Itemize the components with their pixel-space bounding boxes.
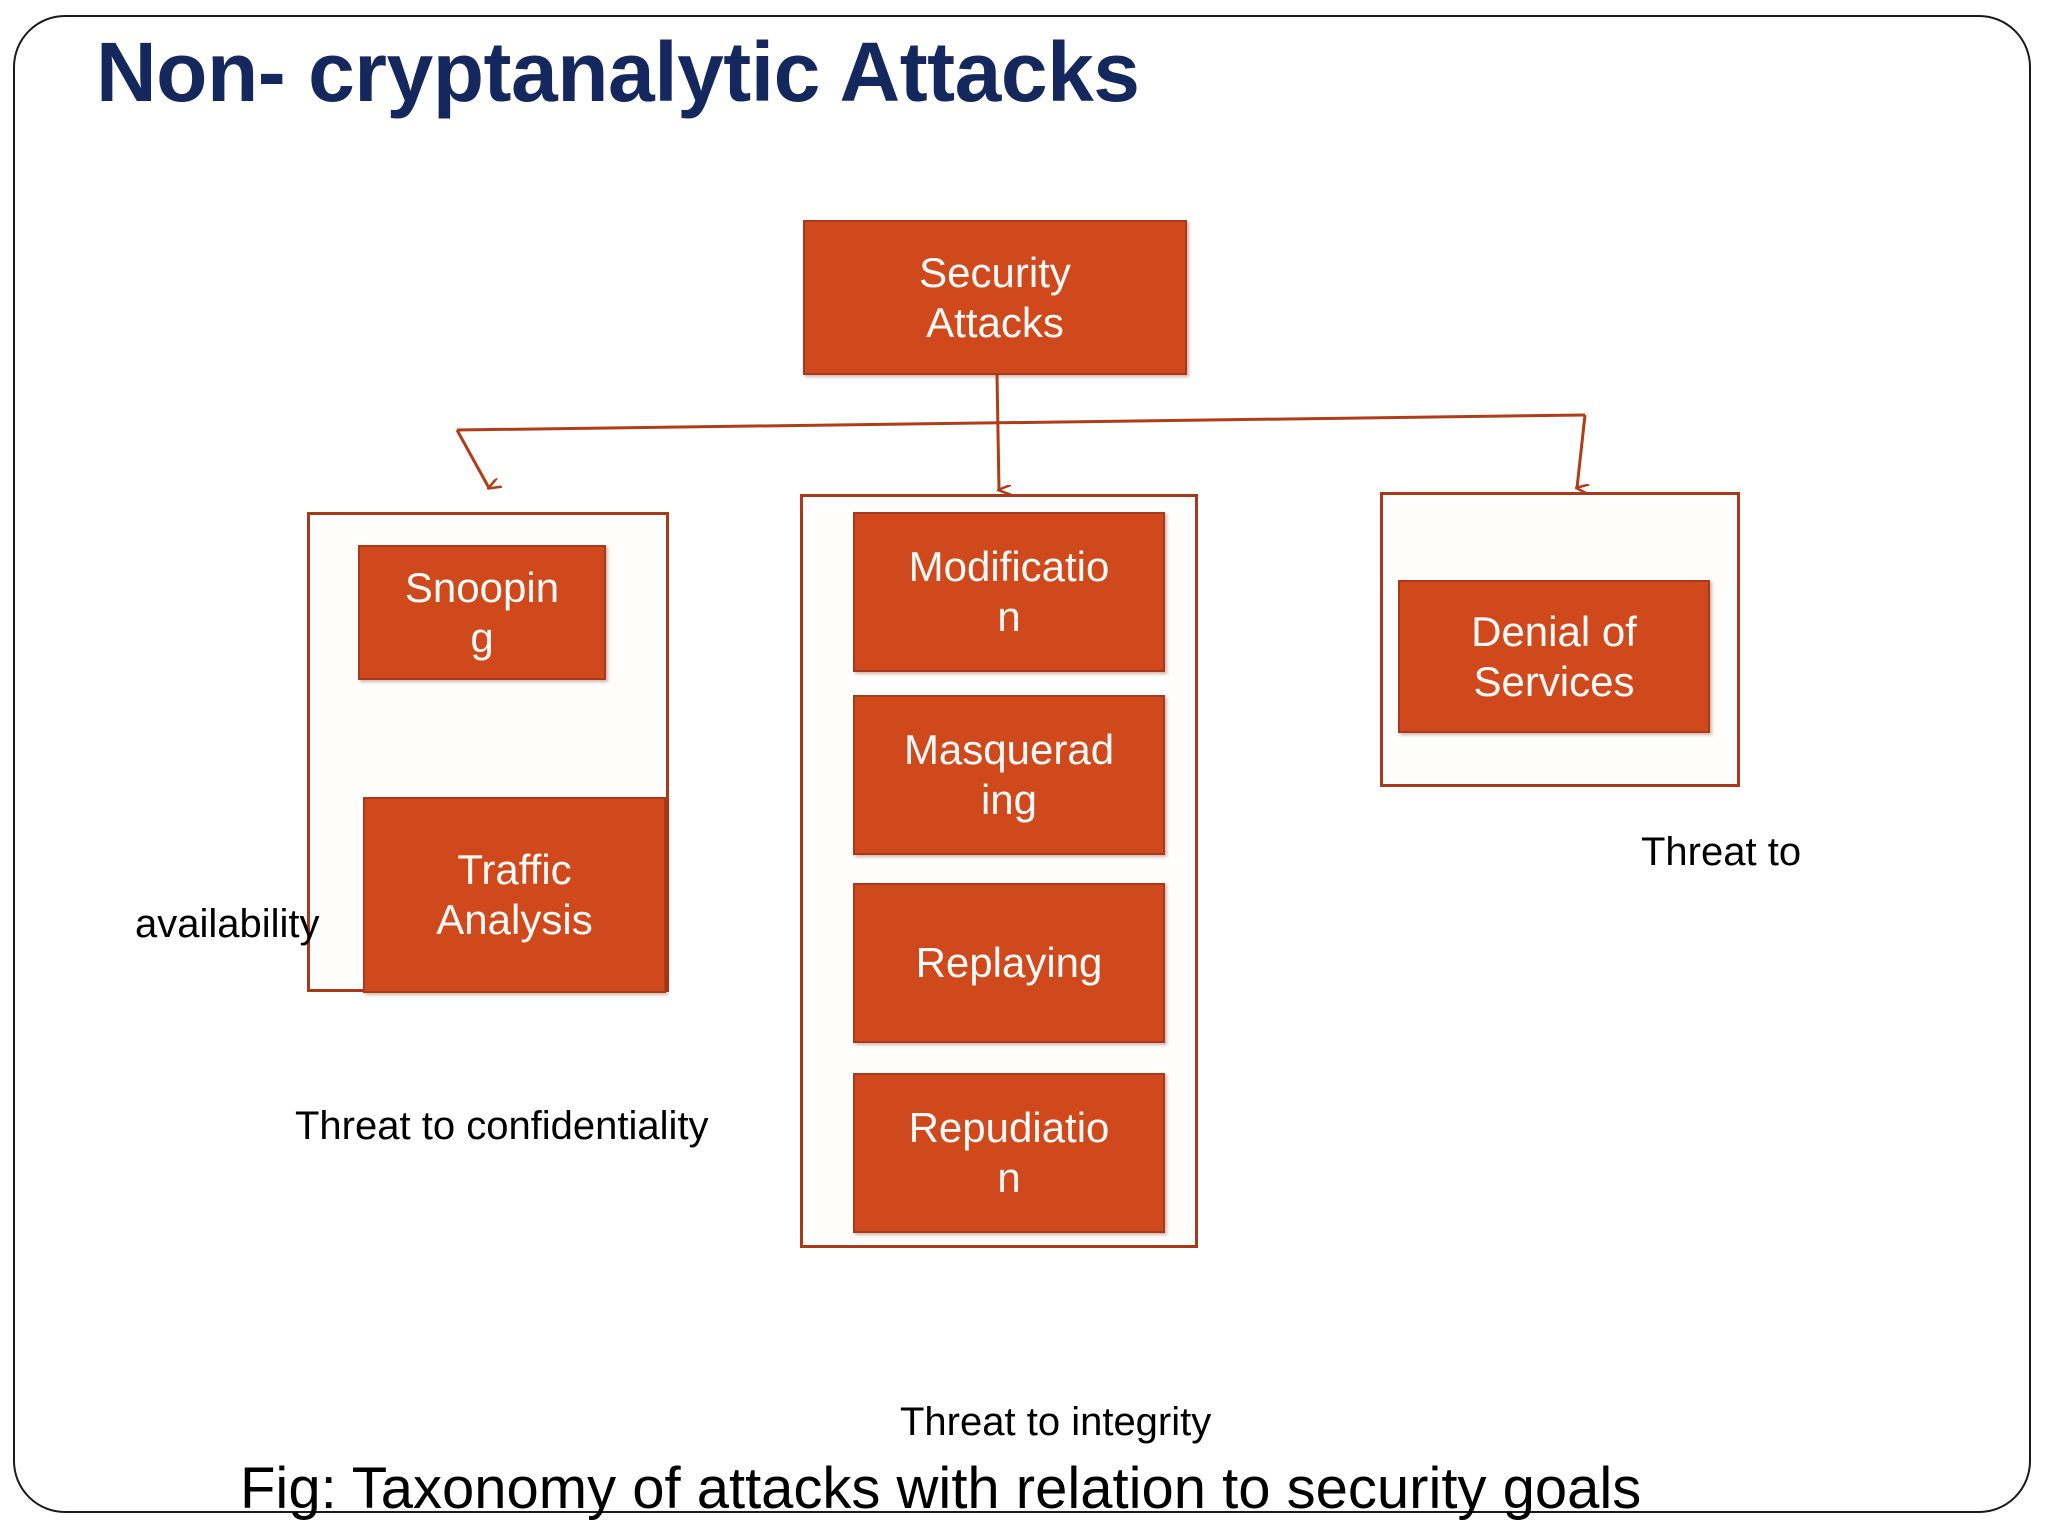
node-traffic-analysis-text: Traffic Analysis <box>436 845 592 944</box>
node-snooping[interactable]: Snoopin g <box>358 545 606 680</box>
node-denial-of-services-line1: Denial of <box>1471 607 1637 655</box>
node-replaying-text: Replaying <box>916 938 1103 988</box>
node-repudiation[interactable]: Repudiatio n <box>853 1073 1165 1233</box>
label-threat-to-integrity: Threat to integrity <box>900 1400 1212 1444</box>
node-masquerading[interactable]: Masquerad ing <box>853 695 1165 855</box>
page-title: Non- cryptanalytic Attacks <box>96 25 1140 119</box>
figure-caption: Fig: Taxonomy of attacks with relation t… <box>240 1456 1642 1521</box>
node-modification-text: Modificatio n <box>909 542 1110 641</box>
node-modification-line1: Modificatio <box>908 543 1110 591</box>
node-security-attacks[interactable]: Security Attacks <box>803 220 1187 375</box>
node-masquerading-line1: Masquerad <box>903 726 1115 774</box>
node-denial-of-services[interactable]: Denial of Services <box>1398 580 1710 733</box>
node-replaying[interactable]: Replaying <box>853 883 1165 1043</box>
node-repudiation-line1: Repudiatio <box>908 1104 1110 1152</box>
node-security-attacks-line2: Attacks <box>926 298 1064 346</box>
node-denial-of-services-text: Denial of Services <box>1471 607 1637 706</box>
node-repudiation-line2: n <box>997 1154 1021 1201</box>
node-traffic-analysis[interactable]: Traffic Analysis <box>363 797 666 993</box>
label-threat-to-confidentiality: Threat to confidentiality <box>295 1104 709 1148</box>
node-repudiation-text: Repudiatio n <box>909 1103 1110 1202</box>
node-masquerading-line2: ing <box>980 776 1038 823</box>
label-availability: availability <box>135 902 320 946</box>
node-snooping-text: Snoopin g <box>405 563 559 662</box>
node-masquerading-text: Masquerad ing <box>904 725 1114 824</box>
node-denial-of-services-line2: Services <box>1473 657 1635 705</box>
node-traffic-analysis-line1: Traffic <box>457 846 572 894</box>
node-modification[interactable]: Modificatio n <box>853 512 1165 672</box>
node-replaying-line1: Replaying <box>915 939 1103 987</box>
node-security-attacks-text: Security Attacks <box>919 248 1071 347</box>
node-snooping-line1: Snoopin <box>404 563 560 611</box>
node-modification-line2: n <box>997 593 1021 640</box>
label-threat-to: Threat to <box>1641 830 1802 874</box>
node-security-attacks-line1: Security <box>919 248 1071 296</box>
node-snooping-line2: g <box>470 613 494 661</box>
node-traffic-analysis-line2: Analysis <box>436 896 593 943</box>
